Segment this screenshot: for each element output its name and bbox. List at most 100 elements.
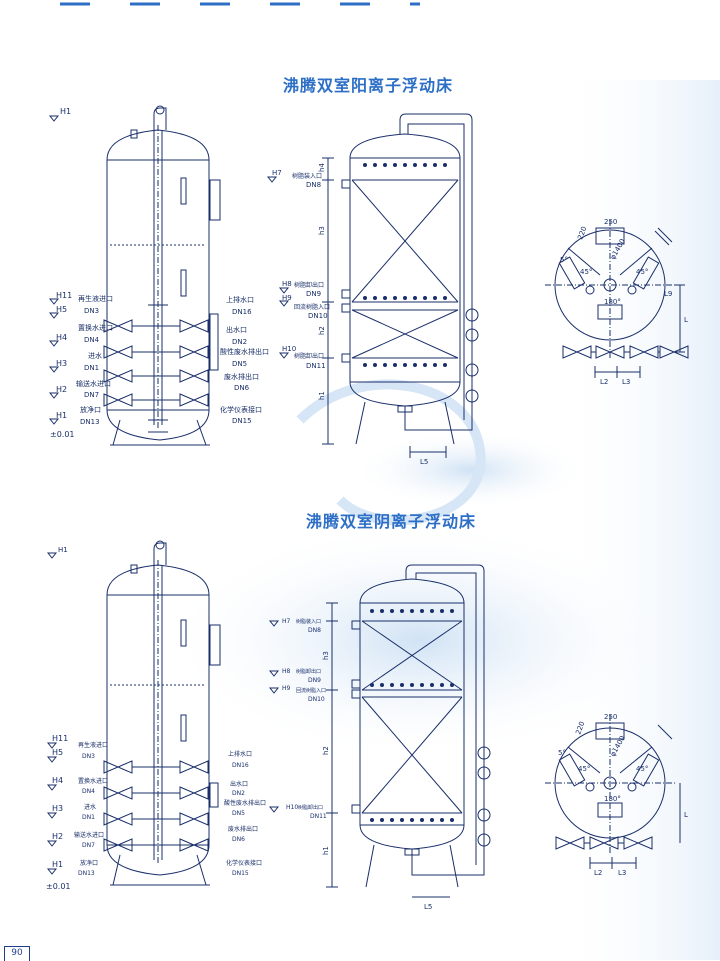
label-dn10-2: DN10 [308,696,325,703]
distributor-dots [363,163,447,367]
label-displace-in-2: 置换水进口 [78,777,108,785]
dim-l: L [684,316,688,324]
label-dn6-2: DN6 [232,836,245,843]
elev-h3: H3 [56,359,67,368]
dim-h3: h3 [318,226,326,235]
label-resin-out2-2: 树脂卸出口 [298,804,323,811]
dim-h4: h4 [318,163,326,172]
label-dn2-2: DN2 [232,790,245,797]
dim-h1-2: h1 [322,846,330,855]
dim-250-2: 250 [604,713,617,721]
label-displace-in: 置换水进口 [78,323,113,332]
label-dn16-2: DN16 [232,762,249,769]
elev-zero: ±0.01 [50,430,75,439]
label-outlet-2: 出水口 [230,780,248,788]
dim-l2: L2 [600,378,608,386]
label-inlet: 进水 [88,351,102,360]
label-inlet-2: 进水 [84,803,96,811]
dim-45-left: 45° [580,268,592,276]
label-waste-out-2: 废水排出口 [228,825,258,833]
label-dn2: DN2 [232,338,247,346]
label-dn7: DN7 [84,391,99,399]
label-dn15-2: DN15 [232,870,249,877]
elev-h7: H7 [272,169,282,177]
header-rule [60,2,420,6]
elev-h1: H1 [56,411,67,420]
label-acid-waste: 酸性废水排出口 [220,347,269,356]
label-top-drain-2: 上排水口 [228,750,252,758]
label-dn8: DN8 [306,181,321,189]
label-resin-out2: 树脂卸出口 [294,352,324,360]
elev-h11-2: H11 [52,734,68,743]
label-chem-port-2: 化学仪表接口 [226,859,262,867]
label-regen-in-2: 再生液进口 [78,741,108,749]
middle-vessel-section [341,113,479,445]
label-dn1-2: DN1 [82,814,95,821]
dim-220-2: 220 [574,720,586,735]
label-dn8-2: DN8 [308,627,321,634]
dim-l3-2: L3 [618,869,626,877]
label-resin-out-2: 树脂卸出口 [296,668,321,675]
label-dn3: DN3 [84,307,99,315]
elev-h2: H2 [56,385,67,394]
middle-dimensions-2 [326,602,450,898]
label-dn4: DN4 [84,336,100,344]
dim-phi-2: φ1400 [609,735,627,758]
label-dn6: DN6 [234,384,250,392]
label-drain: 放净口 [80,405,101,414]
dim-h1: h1 [318,391,326,400]
dim-h3-2: h3 [322,651,330,660]
label-convey-in: 输送水进口 [76,379,111,388]
label-dn16: DN16 [232,308,252,316]
label-dn3-2: DN3 [82,753,95,760]
dim-180: 180° [604,298,621,306]
elev-h10-2: H10 [286,804,298,811]
dim-45-right-2: 45° [636,765,648,773]
label-top-drain: 上排水口 [226,295,254,304]
elev-h1-2: H1 [52,860,63,869]
dim-l3: L3 [622,378,630,386]
elev-h3-2: H3 [52,804,63,813]
label-outlet: 出水口 [226,325,247,334]
elev-h9: H9 [282,294,292,302]
dim-45-left-2: 45° [578,765,590,773]
left-vessel-elevation-2 [103,540,221,886]
dim-l5-2: L5 [424,903,432,911]
label-dn5-2: DN5 [232,810,245,817]
anion-drawing: H1 H11 H5 H4 H3 H2 H1 ±0.01 再生液进口 DN3 置换… [46,540,688,911]
elev-h11: H11 [56,291,72,300]
right-plan-view-2 [545,715,681,869]
label-dn13-2: DN13 [78,870,95,877]
label-chem-port: 化学仪表接口 [220,405,262,414]
dim-45-right: 45° [636,268,648,276]
elev-h8-2: H8 [282,668,291,675]
label-dn11-2: DN11 [310,813,327,820]
dim-l5: L5 [420,458,428,466]
label-resin-in: 树脂装入口 [292,172,322,180]
label-drain-2: 放净口 [80,859,98,867]
label-dn5: DN5 [232,360,247,368]
title-cation: 沸腾双室阳离子浮动床 [283,76,454,95]
elev-zero-2: ±0.01 [46,882,71,891]
elev-h8: H8 [282,280,292,288]
elev-h5-2: H5 [52,748,63,757]
elev-h1-top-2: H1 [58,546,68,554]
left-vessel-elevation [103,105,221,446]
label-resin-return: 回流树脂入口 [294,303,330,311]
left-valves [103,304,219,433]
label-resin-out: 树脂卸出口 [294,281,324,289]
elev-h4: H4 [56,333,67,342]
dim-l2-2: L2 [594,869,602,877]
elev-h4-2: H4 [52,776,63,785]
label-dn9-2: DN9 [308,677,321,684]
label-regen-in: 再生液进口 [78,294,113,303]
elev-h1-top: H1 [60,107,71,116]
page-number: 90 [4,946,30,961]
label-dn7-2: DN7 [82,842,95,849]
dim-220: 220 [576,225,588,240]
right-plan-view [545,220,689,378]
elev-h2-2: H2 [52,832,63,841]
cation-drawing: H1 H11 H5 H4 H3 H2 H1 ±0.01 再生液进口 DN3 置换… [48,105,689,466]
dim-5-2: 5° [558,749,566,757]
